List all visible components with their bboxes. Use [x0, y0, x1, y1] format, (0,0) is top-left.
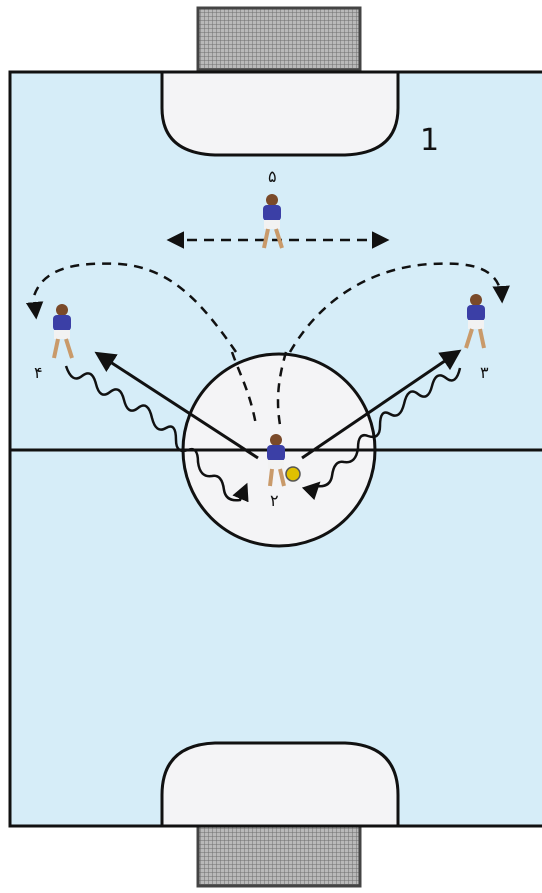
player-leg [278, 468, 286, 487]
player-jersey [53, 315, 71, 331]
player-head [56, 304, 68, 316]
player-jersey [467, 305, 485, 321]
player-head [266, 194, 278, 206]
right-inner-dashed-run [276, 351, 288, 426]
top-player-label: ۵ [268, 167, 277, 186]
bottom-goal [196, 824, 362, 888]
player-head [470, 294, 482, 306]
top-player [262, 194, 284, 249]
bottom-penalty-area [160, 741, 400, 828]
pass-arrow-to-left-player [94, 351, 259, 460]
player-leg [478, 328, 486, 349]
player-leg [64, 338, 74, 359]
pass-arrow-to-right-player [301, 349, 462, 460]
player-head [270, 434, 282, 446]
player-jersey [263, 205, 281, 221]
ball [285, 466, 301, 482]
player-leg [268, 468, 274, 487]
player-shorts [264, 220, 280, 229]
left-dribble-path [64, 365, 249, 503]
right-dribble-path [301, 367, 462, 501]
left-player-label: ۴ [34, 363, 43, 382]
right-player [464, 294, 486, 349]
player-jersey [267, 445, 285, 461]
diagram-number: 1 [420, 123, 439, 158]
player-leg [464, 328, 474, 349]
player-shorts [54, 330, 70, 339]
player-leg [262, 228, 270, 249]
left-dashed-run-to-circle [25, 262, 238, 353]
player-shorts [468, 320, 484, 329]
right-dashed-run-to-circle [288, 262, 510, 353]
left-inner-dashed-run [230, 351, 258, 426]
right-player-label: ۳ [480, 363, 489, 382]
left-player [52, 304, 74, 359]
top-penalty-area [160, 70, 400, 157]
top-goal [196, 6, 362, 72]
player-leg [274, 228, 284, 249]
player-shorts [268, 460, 284, 469]
player-leg [52, 338, 60, 359]
center-player [267, 434, 286, 487]
center-player-label: ۲ [270, 491, 279, 510]
